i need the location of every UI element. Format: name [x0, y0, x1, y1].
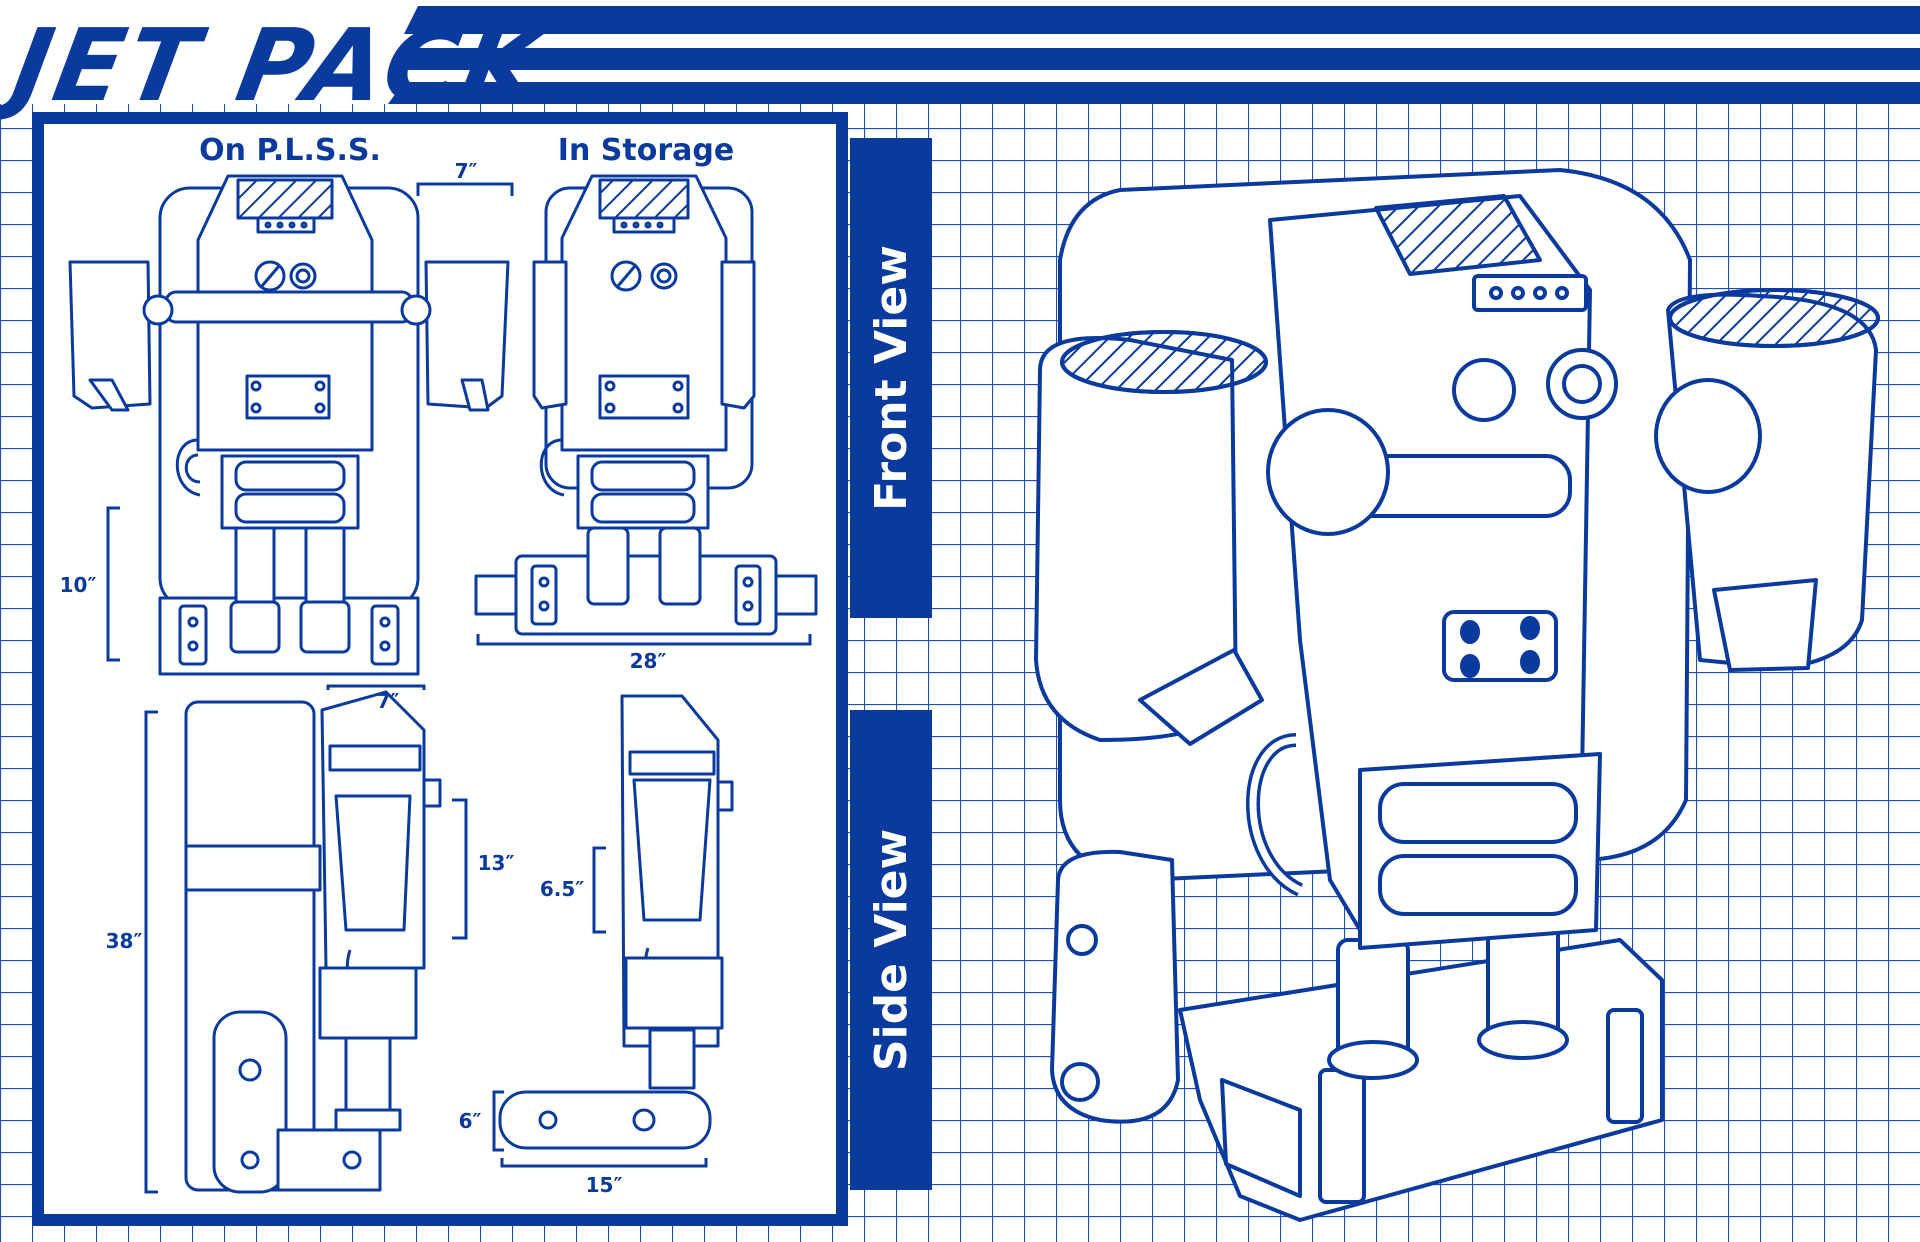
dim-side-storage-mid: 6.5″	[540, 877, 584, 901]
front-view-tab: Front View	[850, 138, 932, 618]
dim-side-total: 38″	[106, 929, 143, 953]
front-view-storage	[474, 174, 818, 636]
dim-side-storage-base: 6″	[459, 1109, 482, 1133]
front-view-label: Front View	[866, 245, 917, 511]
side-view-label: Side View	[866, 829, 917, 1071]
dim-front-height: 10″	[60, 573, 97, 597]
dimension-lines	[106, 182, 812, 1194]
side-view-plss	[184, 690, 442, 1194]
dim-side-mid: 13″	[478, 851, 515, 875]
dim-front-width: 28″	[630, 649, 667, 673]
header-stripes	[388, 6, 1920, 104]
page-title: JET PACK	[0, 7, 557, 124]
dim-side-top: 7″	[377, 689, 400, 713]
caption-on-plss: On P.L.S.S.	[199, 133, 381, 168]
jetpack-perspective-illustration	[1034, 168, 1880, 1222]
dim-top-width: 7″	[455, 159, 478, 183]
front-view-plss	[68, 174, 510, 676]
dim-side-storage-width: 15″	[586, 1173, 623, 1197]
side-view-storage	[498, 694, 734, 1150]
caption-in-storage: In Storage	[558, 133, 734, 168]
side-view-tab: Side View	[850, 710, 932, 1190]
